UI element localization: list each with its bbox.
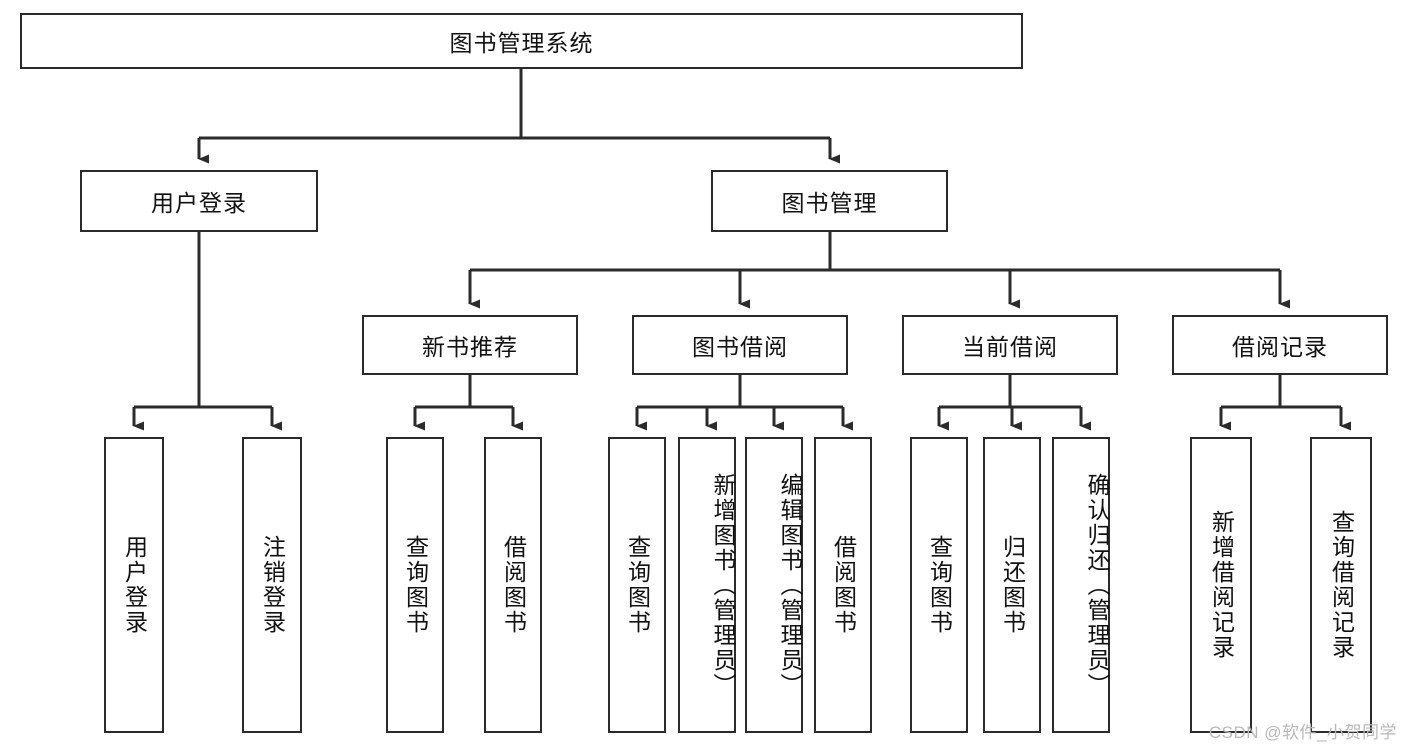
node-book-borrow[interactable]: 图书借阅 [632,315,848,375]
node-leaf-user-logout[interactable]: 注销登录 [242,437,302,733]
node-root-system[interactable]: 图书管理系统 [20,13,1023,69]
node-leaf-query-book-2[interactable]: 查询图书 [608,437,666,733]
node-leaf-query-book-1[interactable]: 查询图书 [386,437,444,733]
node-leaf-borrow-book-2[interactable]: 借阅图书 [814,437,872,733]
node-leaf-confirm-return-admin[interactable]: 确认归还（管理员） [1052,437,1110,733]
node-leaf-query-borrow-record[interactable]: 查询借阅记录 [1310,437,1372,733]
node-leaf-return-book[interactable]: 归还图书 [983,437,1041,733]
node-current-borrow[interactable]: 当前借阅 [902,315,1118,375]
node-leaf-edit-book-admin[interactable]: 编辑图书（管理员） [745,437,803,733]
node-new-book-recommend[interactable]: 新书推荐 [362,315,578,375]
node-book-management[interactable]: 图书管理 [711,170,948,232]
node-leaf-user-login[interactable]: 用户登录 [104,437,164,733]
node-borrow-record[interactable]: 借阅记录 [1172,315,1388,375]
node-leaf-borrow-book-1[interactable]: 借阅图书 [484,437,542,733]
node-leaf-add-book-admin[interactable]: 新增图书（管理员） [678,437,736,733]
watermark-credit: CSDN @软件_小贺同学 [1208,723,1397,742]
node-user-login[interactable]: 用户登录 [80,170,318,232]
node-leaf-add-borrow-record[interactable]: 新增借阅记录 [1190,437,1252,733]
node-leaf-query-book-3[interactable]: 查询图书 [910,437,968,733]
